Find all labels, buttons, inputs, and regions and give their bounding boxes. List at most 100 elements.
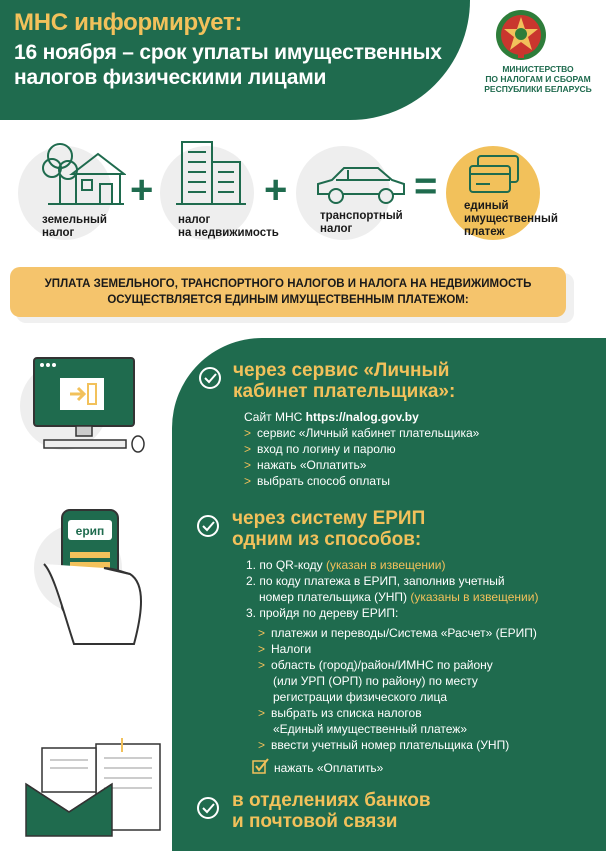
title-line: в отделениях банков bbox=[232, 790, 431, 811]
item-text: номер плательщика (УНП) bbox=[259, 590, 411, 604]
checkmark-icon bbox=[197, 515, 219, 537]
step-text: сервис «Личный кабинет плательщика» bbox=[257, 426, 480, 440]
ministry-emblem-icon bbox=[496, 10, 546, 60]
title-line: кабинет плательщика»: bbox=[233, 381, 456, 402]
section-banks-title: в отделениях банков и почтовой связи bbox=[232, 790, 431, 832]
list-item: > сервис «Личный кабинет плательщика» bbox=[244, 425, 479, 441]
single-payment-label: единый имущественный платеж bbox=[464, 200, 558, 239]
banner-text: УПЛАТА ЗЕМЕЛЬНОГО, ТРАНСПОРТНОГО НАЛОГОВ… bbox=[28, 276, 548, 308]
computer-icon bbox=[20, 357, 145, 453]
list-item: > выбрать способ оплаты bbox=[244, 473, 479, 489]
item-note: (указаны в извещении) bbox=[410, 590, 539, 604]
banner-line: УПЛАТА ЗЕМЕЛЬНОГО, ТРАНСПОРТНОГО НАЛОГОВ… bbox=[44, 278, 532, 290]
payment-methods-panel bbox=[172, 338, 606, 851]
label-line: транспортный bbox=[320, 210, 403, 222]
step-text: Налоги bbox=[271, 642, 312, 656]
house-tree-icon bbox=[42, 143, 126, 205]
property-tax-label: налог на недвижимость bbox=[178, 214, 279, 240]
header: МНС информирует: 16 ноября – срок уплаты… bbox=[0, 0, 606, 120]
tax-equation: земельный налог + налог на недвижимость … bbox=[0, 138, 606, 258]
label-line: земельный bbox=[42, 214, 107, 226]
ministry-name: МИНИСТЕРСТВО ПО НАЛОГАМ И СБОРАМ РЕСПУБЛ… bbox=[470, 64, 606, 94]
step-text: нажать «Оплатить» bbox=[257, 458, 367, 472]
phone-hand-icon: ерип bbox=[34, 509, 142, 645]
chevron-right-icon: > bbox=[258, 626, 266, 640]
site-line: Сайт МНС https://nalog.gov.by bbox=[244, 409, 479, 425]
list-item: > Налоги bbox=[258, 641, 537, 657]
list-item: регистрации физического лица bbox=[258, 689, 537, 705]
cards-icon bbox=[469, 155, 519, 193]
erip-tree-steps: > платежи и переводы/Система «Расчет» (ЕР… bbox=[258, 625, 537, 753]
list-item: «Единый имущественный платеж» bbox=[258, 721, 537, 737]
item-text: 1. по QR-коду bbox=[246, 558, 326, 572]
chevron-right-icon: > bbox=[258, 658, 266, 672]
plus-sign: + bbox=[130, 168, 154, 212]
checkmark-icon bbox=[197, 797, 219, 819]
label-line: налог bbox=[178, 214, 211, 226]
chevron-right-icon: > bbox=[258, 642, 266, 656]
list-item: > вход по логину и паролю bbox=[244, 441, 479, 457]
chevron-right-icon: > bbox=[258, 706, 266, 720]
header-title: МНС информирует: bbox=[14, 9, 243, 36]
list-item: > платежи и переводы/Система «Расчет» (ЕР… bbox=[258, 625, 537, 641]
title-line: через систему ЕРИП bbox=[232, 508, 426, 529]
final-step: нажать «Оплатить» bbox=[274, 761, 384, 775]
banner-box: УПЛАТА ЗЕМЕЛЬНОГО, ТРАНСПОРТНОГО НАЛОГОВ… bbox=[10, 267, 566, 317]
title-line: через сервис «Личный bbox=[233, 360, 450, 381]
chevron-right-icon: > bbox=[244, 458, 252, 472]
step-text: вход по логину и паролю bbox=[257, 442, 396, 456]
chevron-right-icon: > bbox=[244, 474, 252, 488]
site-url-link[interactable]: https://nalog.gov.by bbox=[305, 410, 419, 424]
ministry-line: РЕСПУБЛИКИ БЕЛАРУСЬ bbox=[484, 84, 592, 94]
land-tax-label: земельный налог bbox=[42, 214, 107, 240]
list-item: > нажать «Оплатить» bbox=[244, 457, 479, 473]
chevron-right-icon: > bbox=[244, 442, 252, 456]
info-banner: УПЛАТА ЗЕМЕЛЬНОГО, ТРАНСПОРТНОГО НАЛОГОВ… bbox=[10, 267, 574, 323]
site-prefix: Сайт МНС bbox=[244, 410, 306, 424]
envelope-documents-icon bbox=[25, 738, 161, 837]
checkbox-icon bbox=[252, 758, 269, 774]
equals-sign: = bbox=[414, 164, 438, 208]
item-text: 3. пройдя по дереву ЕРИП: bbox=[246, 606, 399, 620]
list-item: > область (город)/район/ИМНС по району bbox=[258, 657, 537, 673]
chevron-right-icon: > bbox=[244, 426, 252, 440]
section-erip-title: через систему ЕРИП одним из способов: bbox=[232, 508, 425, 550]
header-background bbox=[0, 0, 470, 120]
buildings-icon bbox=[176, 141, 246, 205]
list-item: 1. по QR-коду (указан в извещении) bbox=[246, 557, 538, 573]
step-text: область (город)/район/ИМНС по району bbox=[271, 658, 493, 672]
banner-line: ОСУЩЕСТВЛЯЕТСЯ ЕДИНЫМ ИМУЩЕСТВЕННЫМ ПЛАТ… bbox=[107, 294, 469, 306]
label-line: на недвижимость bbox=[178, 227, 279, 239]
list-item: номер плательщика (УНП) (указаны в извещ… bbox=[246, 589, 538, 605]
title-line: и почтовой связи bbox=[232, 811, 398, 832]
car-icon bbox=[317, 167, 405, 204]
header-subtitle: 16 ноября – срок уплаты имущественных на… bbox=[14, 41, 442, 89]
list-item: > ввести учетный номер плательщика (УНП) bbox=[258, 737, 537, 753]
ministry-line: ПО НАЛОГАМ И СБОРАМ bbox=[485, 74, 591, 84]
label-line: платеж bbox=[464, 226, 505, 238]
list-item: 2. по коду платежа в ЕРИП, заполнив учет… bbox=[246, 573, 538, 589]
erip-brand-label: ерип bbox=[76, 524, 105, 538]
item-note: (указан в извещении) bbox=[325, 558, 446, 572]
step-text: выбрать способ оплаты bbox=[257, 474, 390, 488]
step-text: ввести учетный номер плательщика (УНП) bbox=[271, 738, 510, 752]
label-line: налог bbox=[42, 227, 75, 239]
chevron-right-icon: > bbox=[258, 738, 266, 752]
step-text: выбрать из списка налогов bbox=[271, 706, 422, 720]
step-text: регистрации физического лица bbox=[273, 690, 448, 704]
step-text: платежи и переводы/Система «Расчет» (ЕРИ… bbox=[271, 626, 537, 640]
list-item: 3. пройдя по дереву ЕРИП: bbox=[246, 605, 538, 621]
section-personal-cabinet-title: через сервис «Личный кабинет плательщика… bbox=[233, 360, 455, 402]
list-item: > выбрать из списка налогов bbox=[258, 705, 537, 721]
personal-cabinet-steps: Сайт МНС https://nalog.gov.by > сервис «Л… bbox=[244, 409, 479, 489]
label-line: налог bbox=[320, 223, 353, 235]
label-line: единый bbox=[464, 200, 509, 212]
checkmark-icon bbox=[199, 367, 221, 389]
list-item: (или УРП (ОРП) по району) по месту bbox=[258, 673, 537, 689]
ministry-line: МИНИСТЕРСТВО bbox=[502, 64, 574, 74]
label-line: имущественный bbox=[464, 213, 558, 225]
step-text: «Единый имущественный платеж» bbox=[273, 722, 468, 736]
title-line: одним из способов: bbox=[232, 529, 422, 550]
erip-methods: 1. по QR-коду (указан в извещении) 2. по… bbox=[246, 557, 538, 621]
step-text: (или УРП (ОРП) по району) по месту bbox=[273, 674, 478, 688]
